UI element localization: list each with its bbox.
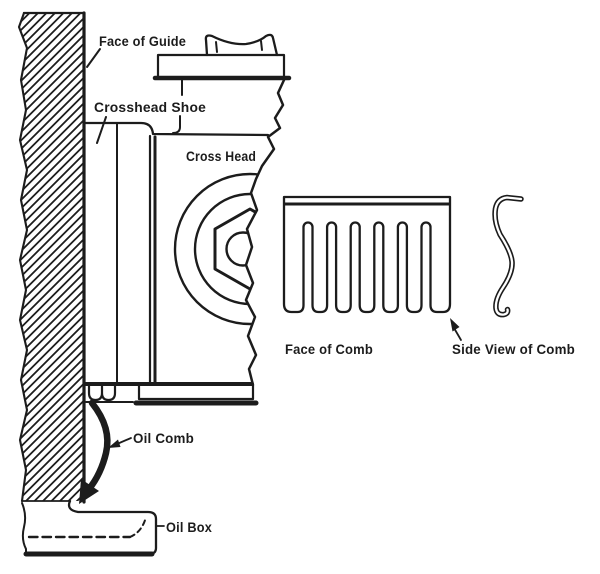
pin-nut-hexagon bbox=[213, 207, 284, 291]
bolt-head-tick-right bbox=[260, 40, 263, 51]
bolt-head-tick-left bbox=[215, 41, 218, 53]
pin-boss-outer-circle bbox=[173, 172, 284, 326]
guide-broken-left-edge bbox=[17, 11, 29, 503]
oil-box-drawing bbox=[21, 499, 158, 557]
comb-side-view-drawing bbox=[492, 194, 524, 318]
oil-comb-bracket bbox=[87, 383, 117, 402]
comb-side-view-inner bbox=[493, 196, 523, 316]
label-crosshead-shoe: Crosshead Shoe bbox=[94, 100, 206, 115]
crosshead-shoe-drawing bbox=[82, 121, 270, 386]
guide-hatched-area bbox=[19, 13, 84, 501]
label-face-of-comb: Face of Comb bbox=[285, 342, 373, 357]
side-view-leader bbox=[453, 327, 462, 341]
guide-column bbox=[17, 11, 86, 504]
crosshead-drawing bbox=[133, 33, 292, 406]
label-oil-box: Oil Box bbox=[166, 520, 212, 535]
pin-center-circle bbox=[225, 231, 261, 267]
oil-comb-drawing bbox=[79, 383, 134, 504]
figure-labels: Face of Guide Crosshead Shoe Cross Head … bbox=[94, 34, 575, 535]
face-of-guide-leader bbox=[86, 48, 101, 68]
leader-lines bbox=[86, 48, 462, 527]
oil-comb-leader-arrowhead bbox=[108, 439, 121, 448]
comb-face-outline bbox=[282, 195, 452, 314]
side-view-leader-arrowhead bbox=[450, 318, 460, 332]
label-cross-head: Cross Head bbox=[186, 149, 256, 164]
oil-flow-arrowhead bbox=[79, 479, 99, 504]
label-side-view-of-comb: Side View of Comb bbox=[452, 342, 575, 357]
top-plate-outline bbox=[156, 53, 286, 79]
oil-comb-curve bbox=[85, 399, 111, 493]
shoe-top-edge bbox=[82, 121, 270, 137]
crosshead-shoe-leader-diagonal bbox=[96, 116, 107, 144]
label-oil-comb: Oil Comb bbox=[133, 431, 194, 446]
bolt-head-outline bbox=[204, 33, 279, 57]
crosshead-break-line bbox=[244, 78, 286, 387]
label-face-of-guide: Face of Guide bbox=[99, 34, 186, 49]
oil-box-broken-left-edge bbox=[21, 502, 27, 555]
comb-face-drawing bbox=[282, 195, 452, 314]
oil-box-outline bbox=[67, 499, 158, 556]
oil-comb-leader bbox=[116, 437, 132, 445]
oil-level-hidden-curve bbox=[129, 516, 147, 538]
crosshead-shoe-leader-down bbox=[172, 115, 181, 134]
bottom-flange-outline bbox=[137, 384, 255, 401]
